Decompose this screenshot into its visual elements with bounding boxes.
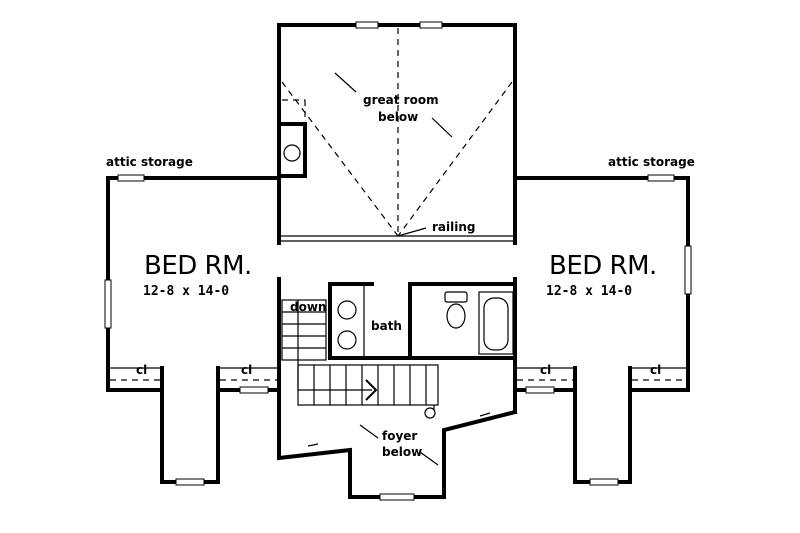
great-room-below-label: below: [378, 110, 418, 124]
closet-label-2: cl: [241, 363, 252, 377]
right-bedroom-walls: [513, 174, 692, 486]
attic-storage-left-label: attic storage: [106, 155, 193, 169]
fireplace-chimney: [277, 99, 307, 178]
foyer-below-label: below: [382, 445, 422, 459]
toilet-fixture: [444, 291, 468, 329]
railing-label: railing: [432, 220, 476, 234]
foyer-walls: [277, 403, 518, 501]
attic-storage-right-label: attic storage: [608, 155, 695, 169]
right-bedroom-name: BED RM.: [549, 251, 657, 281]
stairs: [281, 299, 439, 419]
closet-label-4: cl: [650, 363, 661, 377]
left-bedroom-name: BED RM.: [144, 251, 252, 281]
foyer-label: foyer: [382, 429, 417, 443]
great-room-vault-lines: [281, 28, 513, 237]
left-bedroom-dimensions: 12-8 x 14-0: [143, 284, 229, 299]
great-room-label: great room: [363, 93, 439, 107]
closet-label-1: cl: [136, 363, 147, 377]
stairs-down-label: down: [290, 300, 326, 314]
great-room-walls: [277, 21, 517, 245]
bathtub-fixture: [478, 291, 514, 355]
closet-label-3: cl: [540, 363, 551, 377]
right-bedroom-dimensions: 12-8 x 14-0: [546, 284, 632, 299]
bath-label: bath: [371, 319, 402, 333]
left-bedroom-walls: [104, 174, 281, 486]
bath-walls: [328, 282, 517, 360]
